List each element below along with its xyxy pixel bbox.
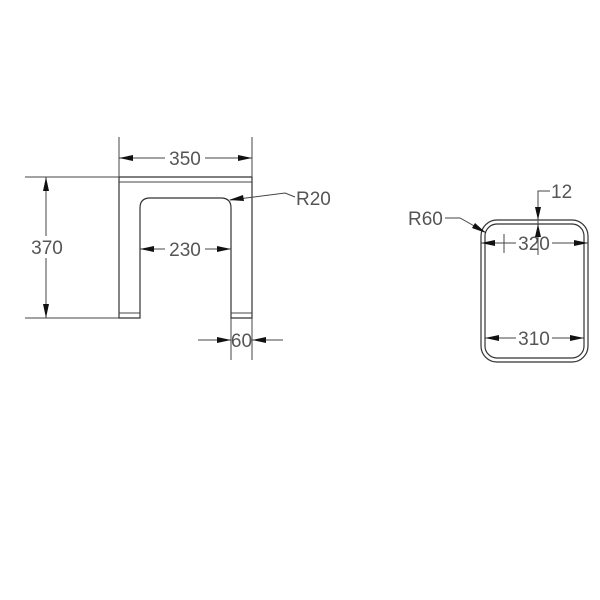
dimension-12-label: 12 xyxy=(551,182,572,203)
front-view: 350 370 230 60 xyxy=(25,137,331,360)
dimension-310: 310 xyxy=(485,327,584,350)
dimension-60-label: 60 xyxy=(231,331,252,352)
dimension-320-label: 320 xyxy=(518,234,550,255)
top-view-outer-outline xyxy=(480,219,589,363)
dimension-370: 370 xyxy=(25,176,119,319)
dimension-230: 230 xyxy=(140,238,231,261)
radius-r60-callout: R60 xyxy=(408,209,486,233)
dimension-320: 320 xyxy=(481,232,588,255)
dimension-60: 60 xyxy=(198,318,283,360)
dimension-350-label: 350 xyxy=(169,149,201,170)
top-view-inner-outline xyxy=(484,223,585,359)
radius-r20-label: R20 xyxy=(296,189,331,210)
dimension-370-label: 370 xyxy=(31,238,63,259)
radius-r60-label: R60 xyxy=(408,209,443,230)
top-view: 320 12 310 R60 xyxy=(408,182,589,363)
dimension-310-label: 310 xyxy=(518,329,550,350)
dimension-12: 12 xyxy=(535,182,572,255)
dimension-230-label: 230 xyxy=(169,240,201,261)
radius-r20-callout: R20 xyxy=(229,189,331,210)
dimension-350: 350 xyxy=(118,137,253,177)
front-view-outline xyxy=(118,176,253,319)
